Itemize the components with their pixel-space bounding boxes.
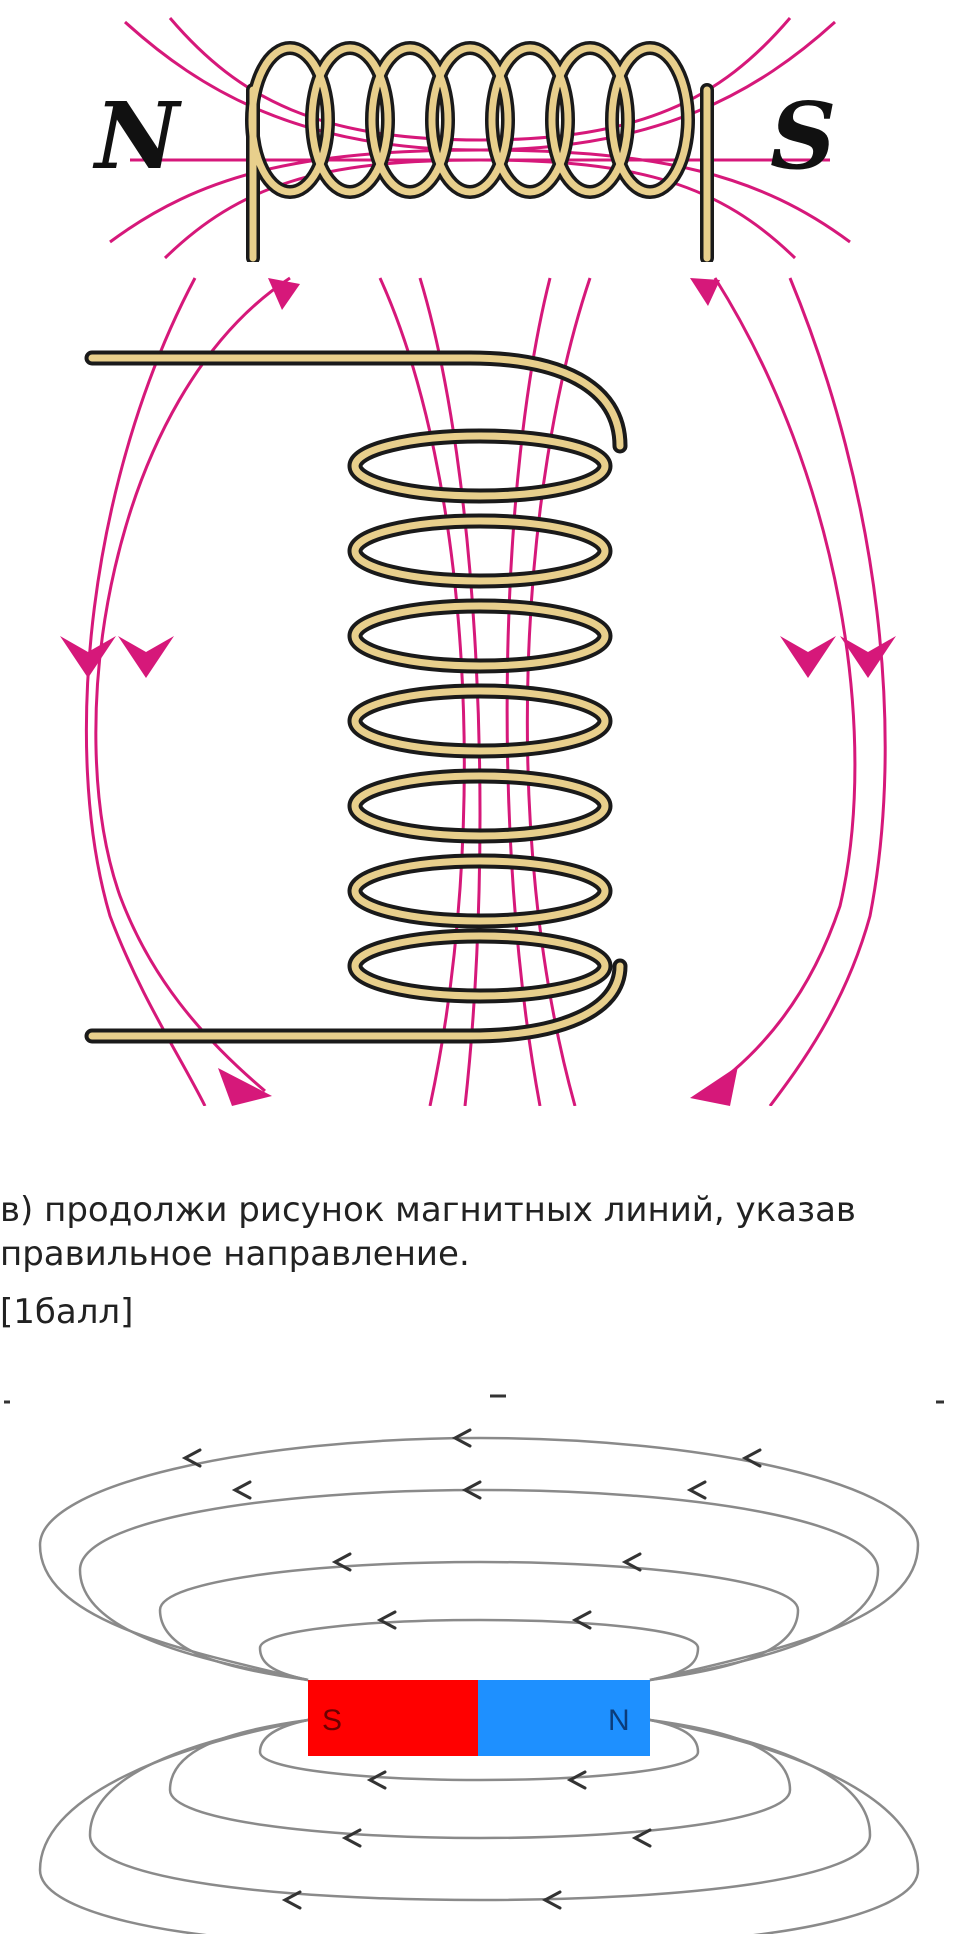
question-text: в) продолжи рисунок магнитных линий, ука…	[0, 1190, 856, 1274]
magnet-field-lines	[38, 1436, 920, 1934]
arrow-left-icon	[571, 1610, 592, 1630]
arrow-down-icon	[780, 636, 836, 678]
arrow-left-icon	[686, 1480, 707, 1500]
pole-label-south: S	[770, 82, 836, 190]
arrow-left-icon	[541, 1890, 562, 1910]
magnet-south-half	[308, 1680, 478, 1756]
arrow-left-icon	[631, 1828, 652, 1848]
arrow-left-icon	[741, 1448, 762, 1468]
arrow-left-icon	[331, 1552, 352, 1572]
arrow-down-icon	[60, 636, 116, 678]
magnet-arrows	[181, 1428, 762, 1910]
arrow-down-left-icon	[690, 1066, 738, 1106]
arrow-left-icon	[621, 1552, 642, 1572]
arrow-left-icon	[376, 1610, 397, 1630]
magnet-north-half	[478, 1680, 650, 1756]
question-score: [1балл]	[0, 1292, 134, 1332]
coil-top	[245, 41, 714, 262]
arrow-left-icon	[451, 1428, 472, 1448]
coil-mid	[84, 350, 628, 1044]
pole-label-north: N	[92, 82, 182, 190]
arrow-left-icon	[281, 1890, 302, 1910]
arrow-up-icon	[268, 278, 300, 310]
arrow-left-icon	[341, 1828, 362, 1848]
arrow-left-icon	[566, 1770, 587, 1790]
arrow-up-icon	[690, 278, 720, 306]
magnet-south-label: S	[322, 1704, 342, 1737]
bar-magnet: S N	[308, 1680, 650, 1756]
arrow-left-icon	[231, 1480, 252, 1500]
solenoid-vertical-figure	[60, 276, 896, 1106]
bar-magnet-figure: S N	[4, 1394, 944, 1934]
solenoid-horizontal-figure: N S	[92, 17, 851, 262]
arrow-left-icon	[366, 1770, 387, 1790]
arrow-left-icon	[181, 1448, 202, 1468]
arrow-down-right-icon	[218, 1068, 272, 1106]
arrow-down-icon	[840, 636, 896, 678]
arrow-left-icon	[461, 1480, 482, 1500]
arrow-down-icon	[118, 636, 174, 678]
field-arrows-mid	[60, 278, 896, 1106]
magnet-north-label: N	[608, 1704, 630, 1737]
magnet-top-marks	[4, 1394, 944, 1404]
